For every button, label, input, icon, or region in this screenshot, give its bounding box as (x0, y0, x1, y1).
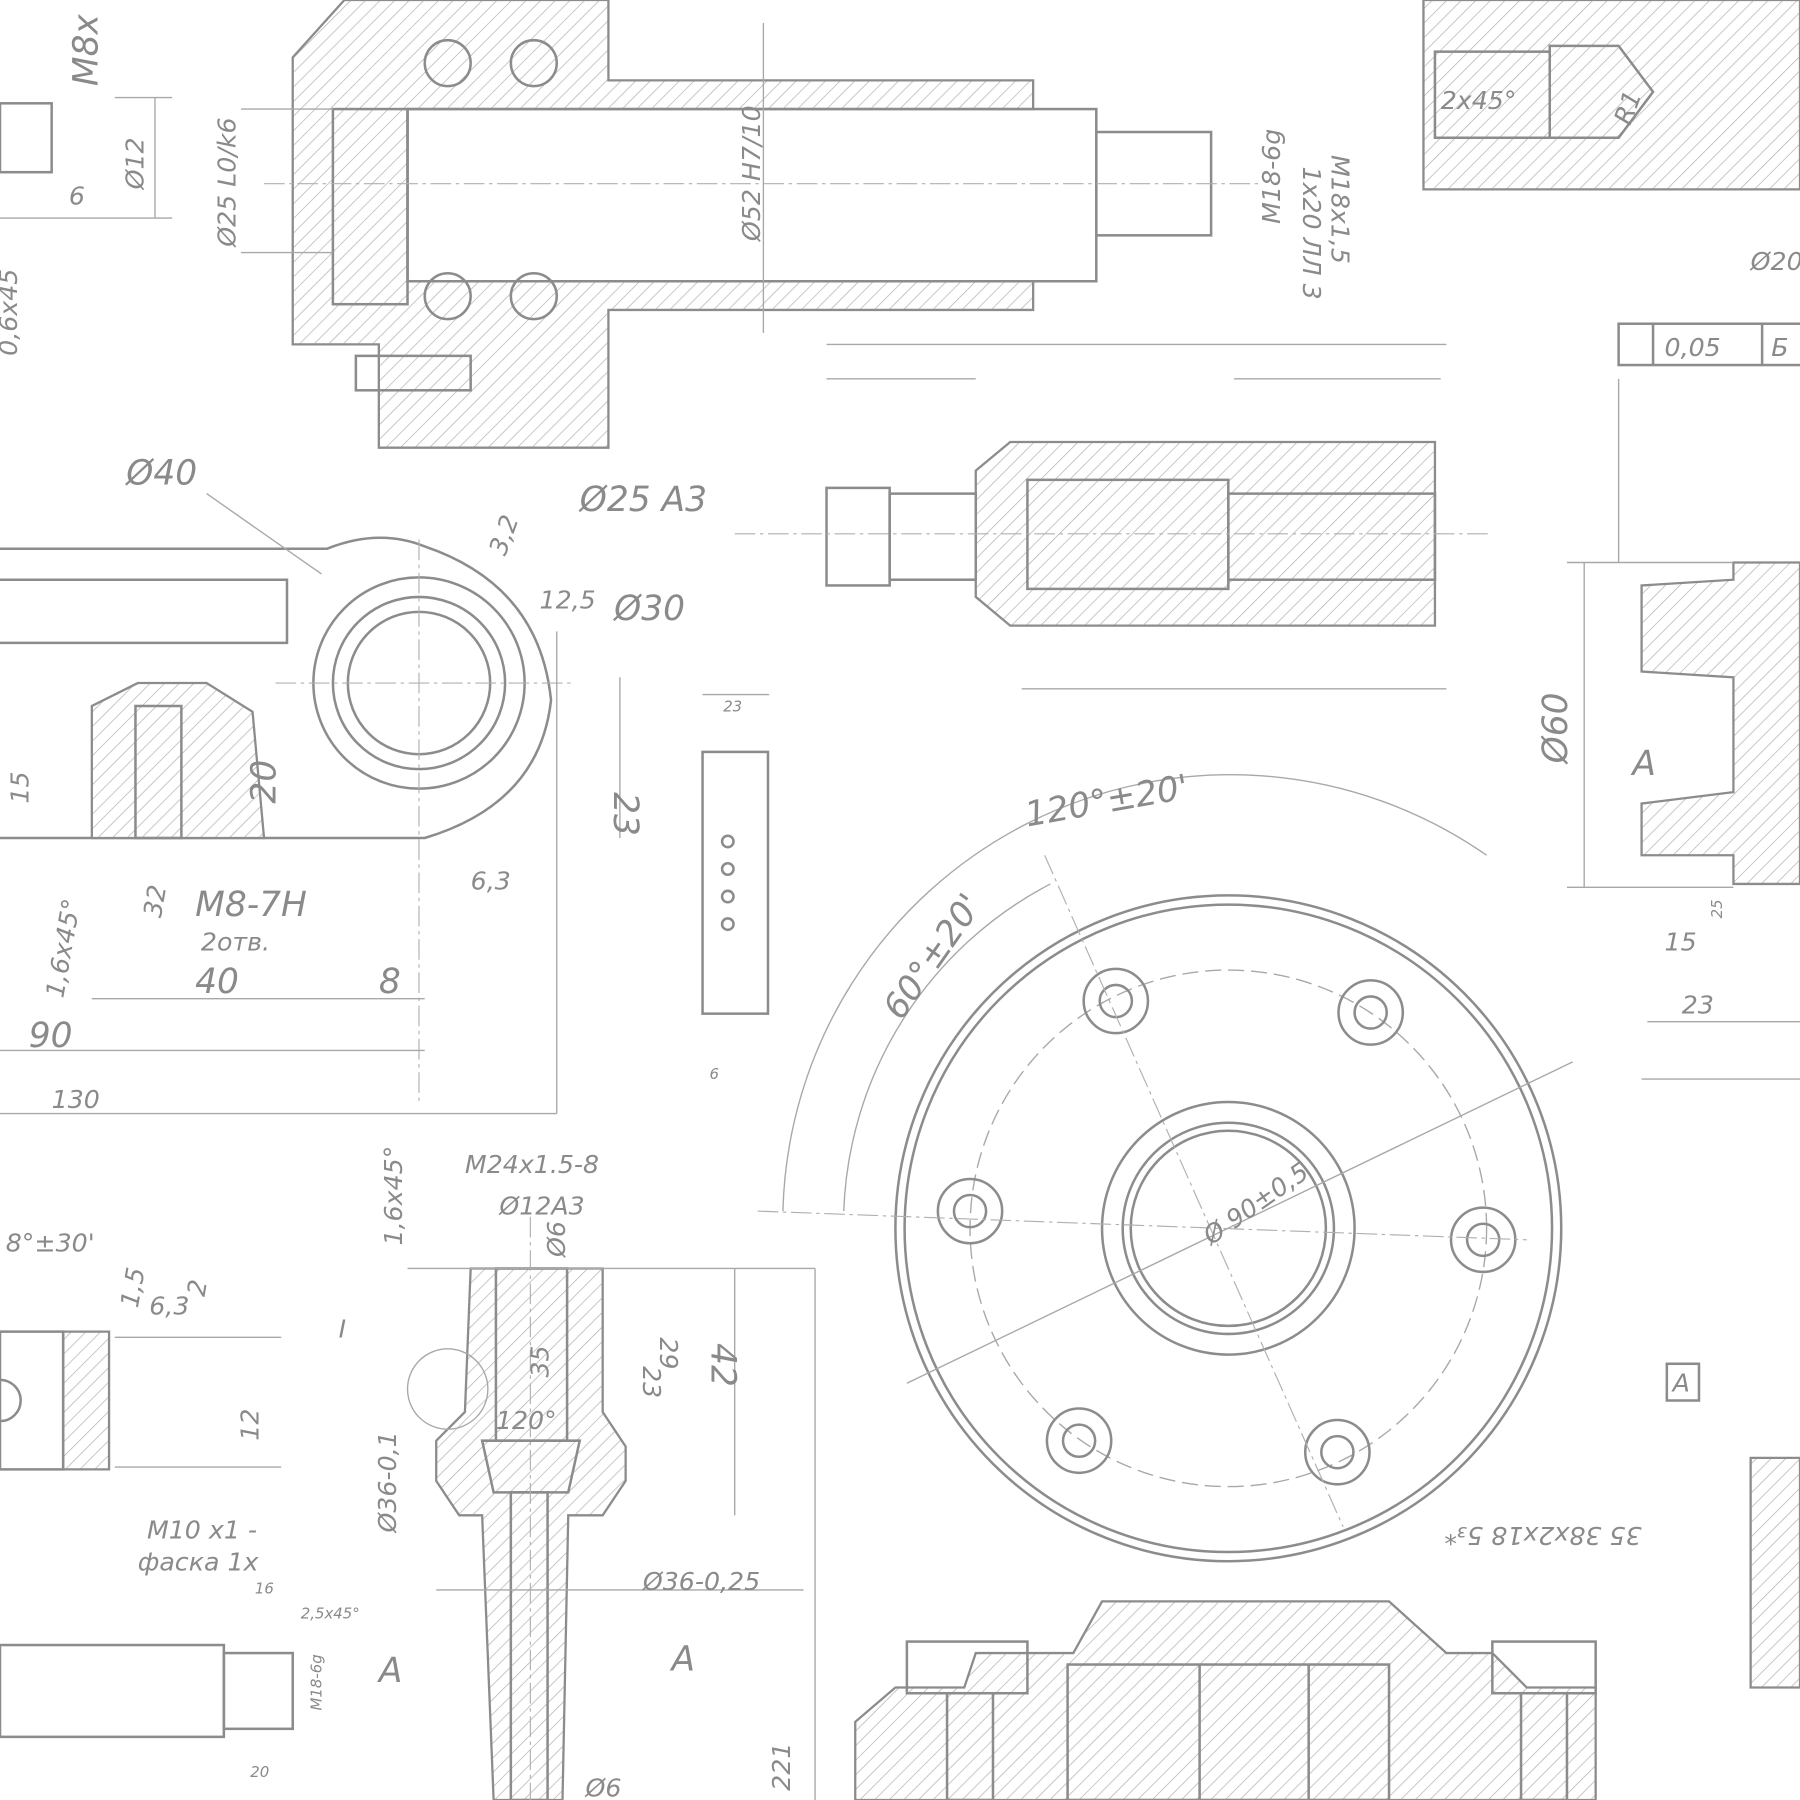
datum-label: Б (1771, 333, 1788, 362)
dim-label: 12 (235, 1409, 264, 1441)
dim-label: 23 (605, 792, 645, 836)
thread-label: M24x1.5-8 (465, 1150, 599, 1179)
dim-label: 1,5 (115, 1265, 151, 1310)
bottom-left-detail: 8°±30' 1,5 6,3 2 12 M10 x1 - фаска 1x 2,… (0, 1228, 360, 1781)
dim-label: Ø60 (1536, 692, 1576, 765)
dim-label: Ø36-0,1 (373, 1431, 402, 1533)
tolerance-value: 0,05 (1665, 333, 1721, 362)
dim-label: 42 (703, 1343, 743, 1387)
section-label: A (670, 1639, 696, 1679)
dim-label: 6 (709, 1065, 718, 1083)
flange-part: 120°±20' 60°±20' Ø 90±0,5 35 38x2x18 5₃* (757, 767, 1642, 1563)
angle-label: 8°±30' (6, 1228, 95, 1257)
dim-label: 6 (69, 181, 85, 210)
dim-label: 130 (52, 1085, 100, 1114)
thread-label: M10 x1 - (147, 1515, 257, 1544)
section-label: A (377, 1651, 403, 1691)
dim-label: Ø40 (124, 453, 197, 493)
dim-label: 221 (767, 1743, 796, 1791)
dim-label: 1,6x45° (379, 1146, 408, 1246)
dim-label: 15 (6, 771, 35, 803)
dim-label: 25 (1708, 899, 1726, 918)
dim-label: M8x (67, 13, 107, 86)
chamfer-label: фаска 1x (138, 1547, 260, 1576)
dim-label: Ø52 H7/10 (737, 105, 766, 242)
roughness-label: 12,5 (540, 585, 596, 614)
angle-label: 60°±20' (876, 887, 991, 1027)
dim-label: 1,6x45° (40, 896, 86, 999)
roughness-label: 6,3 (471, 867, 511, 896)
dim-label: Ø 90±0,5 (1197, 1157, 1314, 1251)
dim-label: 23 (723, 698, 742, 716)
dim-label: 20 (250, 1763, 269, 1781)
holes-label: 2отв. (201, 928, 270, 957)
section-label: A (1671, 1368, 1690, 1397)
dim-label: 23 (637, 1366, 666, 1398)
dim-label: 2,5x45° (301, 1605, 360, 1623)
thread-label: M18-6g (307, 1654, 325, 1710)
bottom-housing-part (854, 1600, 1597, 1800)
dim-label: Ø6 (542, 1221, 571, 1258)
dim-label: Ø12 (120, 137, 149, 190)
angle-label: 120° (496, 1406, 557, 1435)
nozzle-part: M24x1.5-8 Ø12A3 1,6x45° Ø6 35 23 29 42 1… (339, 1146, 816, 1800)
bolt-holes (936, 967, 1517, 1486)
dim-label: 15 (1665, 928, 1697, 957)
detail-label: I (339, 1314, 346, 1343)
dim-label: 20 (245, 760, 285, 804)
dim-label: 0,6x45 (0, 269, 23, 356)
top-right-detail: 2x45° R1 Ø20 0,05 Б (1422, 0, 1800, 367)
roughness-label: 3,2 (483, 511, 524, 559)
center-shaft-part (734, 343, 1493, 690)
dim-label: 1x20 ЛЛ 3 (1297, 166, 1326, 299)
dim-label: Ø20 (1750, 247, 1800, 276)
roughness-label: 6,3 (149, 1291, 189, 1320)
dim-label: M18x1,5 (1326, 155, 1355, 264)
dim-label: 2x45° (1441, 86, 1517, 115)
angle-label: 120°±20' (1022, 767, 1191, 835)
right-side-part: Ø60 A 15 25 23 A (1536, 378, 1800, 1689)
spec-label: 35 38x2x18 5₃* (1444, 1521, 1641, 1550)
dim-label: Ø30 (612, 589, 685, 629)
dim-label: 35 (526, 1345, 555, 1377)
dim-label: 8 (379, 962, 401, 1002)
dim-label: Ø12A3 (498, 1192, 584, 1221)
dim-label: Ø25 L0/k6 (212, 117, 241, 247)
small-plate-part: 23 6 (701, 693, 770, 1083)
lever-part: Ø40 Ø25 A3 3,2 12,5 Ø30 15 20 23 6,3 1,6… (0, 453, 707, 1115)
dim-label: Ø25 A3 (578, 480, 707, 520)
dim-label: M18-6g (1257, 129, 1286, 224)
top-left-detail: Ø12 M8x 6 0,6x45 (0, 13, 173, 356)
shaft-assembly: Ø25 L0/k6 Ø52 H7/10 M18-6g M18x1,5 1x20 … (212, 0, 1355, 449)
dim-label: 23 (1682, 991, 1714, 1020)
dim-label: 16 (255, 1579, 274, 1597)
dim-label: 29 (654, 1337, 683, 1369)
dim-label: 90 (29, 1016, 73, 1056)
dim-label: 40 (195, 962, 239, 1002)
section-label: A (1630, 744, 1656, 784)
dim-label: 32 (138, 883, 172, 920)
dim-label: Ø6 (584, 1774, 621, 1800)
dim-label: 2 (182, 1277, 213, 1298)
dim-label: Ø36-0,25 (642, 1567, 760, 1596)
thread-label: M8-7H (195, 885, 307, 925)
